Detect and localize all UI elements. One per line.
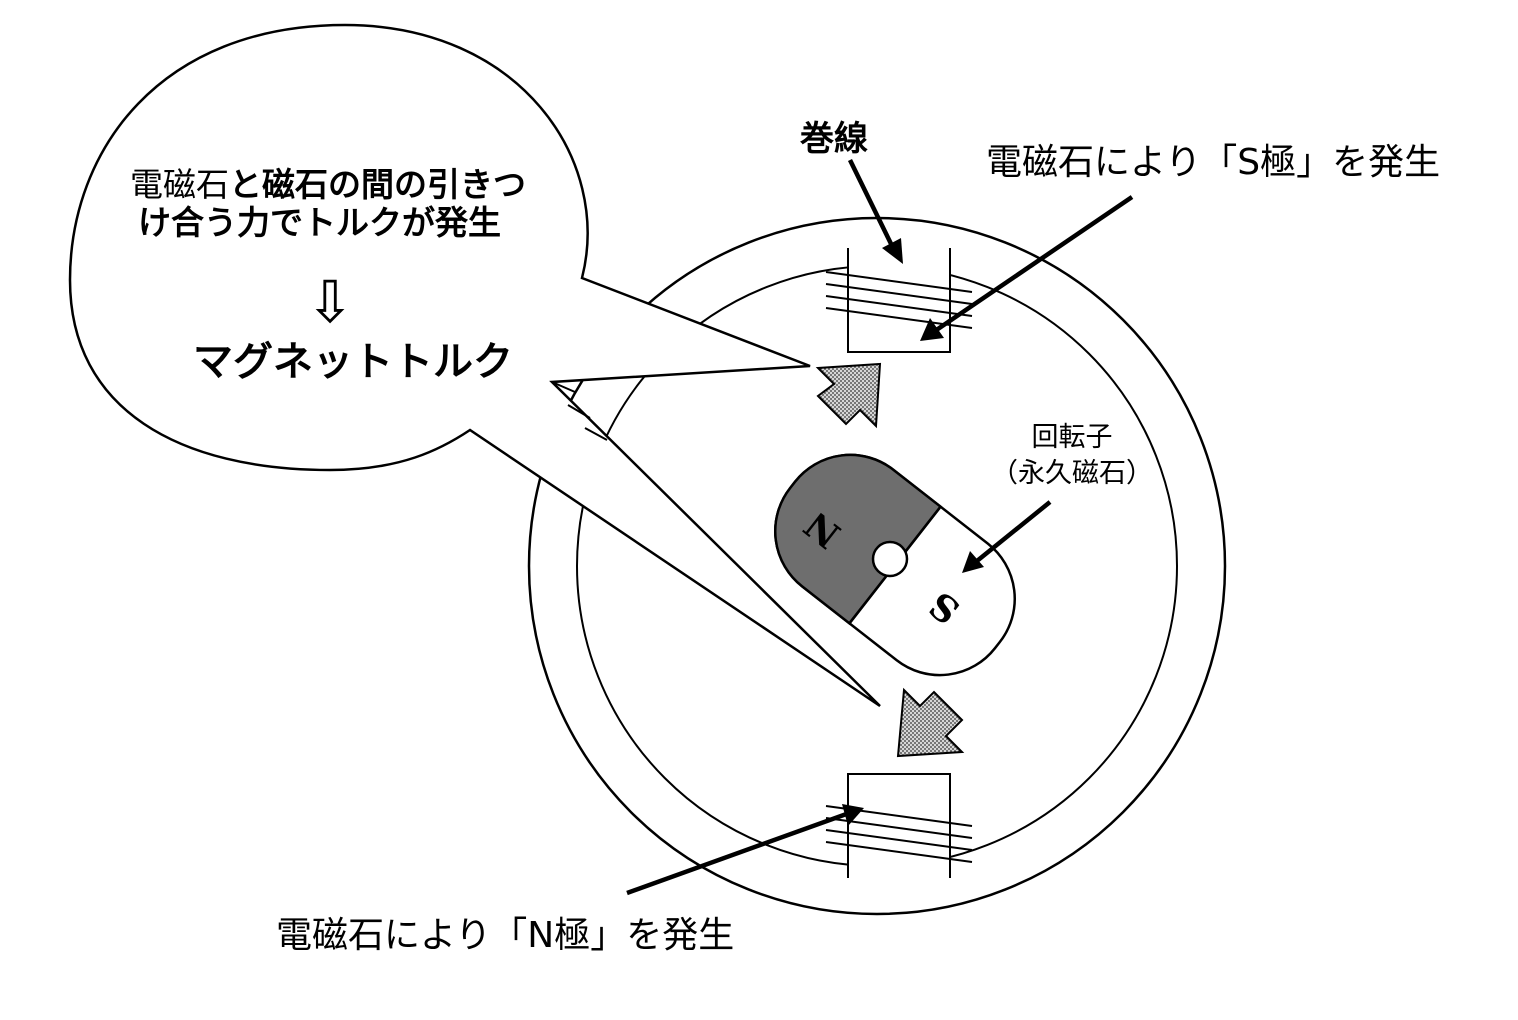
- bottom-pole-core: [847, 773, 951, 878]
- rotor-label-line1: 回転子: [1032, 422, 1113, 453]
- bubble-line1-rest: と磁石の間の引きつ: [229, 165, 526, 204]
- force-arrow-lower: [896, 687, 965, 758]
- top-electromagnet: [825, 248, 973, 353]
- rotor-label-line2: （永久磁石）: [991, 458, 1153, 489]
- ring-hatch-marks: [551, 381, 608, 441]
- bubble-line1: 電磁石と磁石の間の引きつ: [130, 165, 526, 204]
- top-winding-lines: [825, 271, 973, 329]
- pointer-arrows: [626, 159, 1134, 896]
- s-pole-label: 電磁石により「S極」を発生: [986, 142, 1440, 183]
- force-arrow-upper: [815, 362, 882, 429]
- bubble-down-arrow-icon: ⇩: [306, 268, 355, 336]
- speech-bubble: [68, 23, 881, 708]
- rotor-shaft: [871, 540, 909, 578]
- winding-label: 巻線: [800, 119, 868, 159]
- rotor-n-half: [774, 453, 943, 626]
- speech-bubble-outline: [68, 23, 881, 708]
- bottom-electromagnet: [825, 773, 973, 878]
- bubble-line1-prefix: 電磁石: [130, 165, 229, 204]
- bubble-line2: け合う力でトルクが発生: [138, 203, 501, 242]
- n-pole-label: 電磁石により「N極」を発生: [276, 915, 734, 956]
- bubble-result: マグネットトルク: [193, 339, 513, 385]
